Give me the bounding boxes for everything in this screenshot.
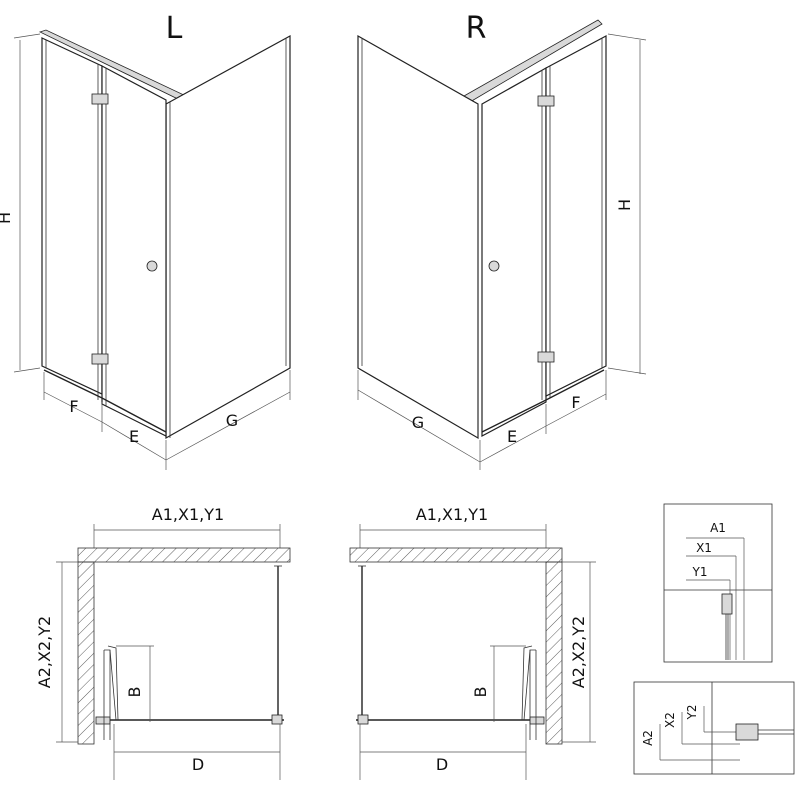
hinge-top <box>537 95 555 107</box>
detail-y2-label: Y2 <box>685 705 699 721</box>
left-plan-view: A1,X1,Y1 A2,X2,Y2 B D <box>35 505 291 780</box>
profile-cap <box>735 723 759 741</box>
hinge-bottom <box>91 353 109 365</box>
door-panel-folding <box>481 66 547 437</box>
wall-top <box>77 547 291 563</box>
wall-right <box>545 561 563 745</box>
detail-x1-label: X1 <box>696 541 712 555</box>
hinge-top <box>91 93 109 105</box>
detail-bottom: A2 X2 Y2 <box>633 681 795 775</box>
left-h-label: H <box>0 212 14 224</box>
left-plan-d-label: D <box>192 755 204 774</box>
profile-cap <box>721 593 733 615</box>
left-plan-depth-label: A2,X2,Y2 <box>35 616 54 688</box>
right-g-label: G <box>412 413 424 432</box>
right-plan-d-label: D <box>436 755 448 774</box>
right-3d-view: R H G E F <box>357 11 647 470</box>
door-knob <box>488 260 500 272</box>
door-panel-folding <box>101 65 167 437</box>
detail-a2-label: A2 <box>641 730 655 746</box>
right-plan-b-label: B <box>471 687 490 698</box>
side-glass-panel <box>357 34 479 440</box>
door-panel-fixed <box>41 37 103 395</box>
right-view-title: R <box>466 11 487 46</box>
detail-x2-label: X2 <box>663 712 677 728</box>
wall-left <box>77 561 95 745</box>
right-f-label: F <box>571 393 580 412</box>
left-plan-b-label: B <box>125 687 144 698</box>
left-g-label: G <box>226 411 238 430</box>
door-panel-fixed <box>545 35 607 397</box>
hinge-bottom <box>537 351 555 363</box>
right-e-label: E <box>507 427 517 446</box>
detail-y1-label: Y1 <box>692 565 708 579</box>
wall-top <box>349 547 563 563</box>
detail-top-frame <box>663 503 773 663</box>
right-h-label: H <box>615 199 634 211</box>
detail-top: A1 X1 Y1 <box>663 503 773 663</box>
right-plan-width-label: A1,X1,Y1 <box>416 505 488 524</box>
right-plan-depth-label: A2,X2,Y2 <box>569 616 588 688</box>
side-glass-panel <box>165 34 291 440</box>
right-plan-view: A1,X1,Y1 A2,X2,Y2 B D <box>349 505 596 780</box>
detail-bottom-frame <box>633 681 795 775</box>
left-view-title: L <box>166 11 183 46</box>
left-plan-width-label: A1,X1,Y1 <box>152 505 224 524</box>
left-e-label: E <box>129 427 139 446</box>
door-knob <box>146 260 158 272</box>
detail-a1-label: A1 <box>710 521 726 535</box>
left-3d-view: L H F E G <box>0 11 291 470</box>
left-f-label: F <box>69 397 78 416</box>
